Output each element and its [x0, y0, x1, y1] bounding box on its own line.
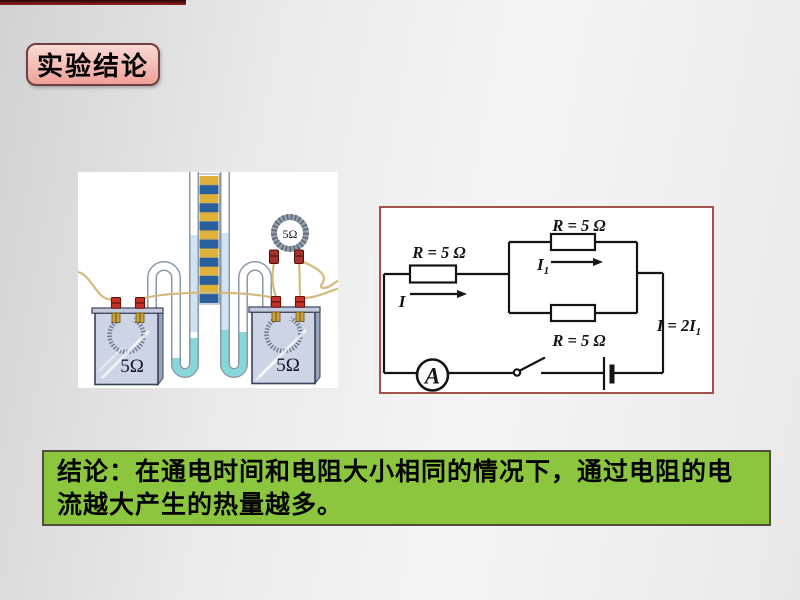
cyan-liquid-right: [221, 330, 247, 377]
top-accent-bar: [0, 0, 186, 5]
circuit-wires: [382, 240, 665, 375]
resistor-bottom-label: R = 5 Ω: [551, 331, 606, 350]
resistor-left-label: R = 5 Ω: [411, 243, 466, 262]
conclusion-box: 结论：在通电时间和电阻大小相同的情况下，通过电阻的电流越大产生的热量越多。: [42, 450, 771, 526]
current-arrows: [410, 258, 603, 298]
page-title: 实验结论: [36, 51, 149, 81]
circuit-diagram: A R = 5 Ω R = 5 Ω R = 5 Ω I I1 I = 2I1: [379, 206, 714, 394]
coil-ring: 5Ω: [271, 214, 309, 252]
circuit-svg: A R = 5 Ω R = 5 Ω R = 5 Ω I I1 I = 2I1: [382, 216, 701, 392]
conclusion-text: 结论：在通电时间和电阻大小相同的情况下，通过电阻的电流越大产生的热量越多。: [57, 458, 734, 519]
striped-scale: [198, 173, 220, 305]
coil-ring-label: 5Ω: [283, 227, 298, 241]
coil-ring-bobbins: [269, 249, 304, 264]
ammeter: A: [415, 358, 450, 392]
ammeter-label: A: [423, 364, 440, 389]
right-beaker: 5Ω: [248, 306, 321, 385]
battery: [602, 357, 615, 390]
apparatus-illustration: 5Ω 5Ω 5Ω: [78, 172, 338, 388]
apparatus-svg: 5Ω 5Ω 5Ω: [78, 172, 338, 388]
cyan-liquid-left: [172, 338, 198, 377]
left-beaker: 5Ω: [91, 307, 164, 386]
current-relation-label: I = 2I1: [656, 316, 701, 338]
resistor-parallel-bottom: [549, 303, 597, 323]
resistor-top-label: R = 5 Ω: [551, 216, 606, 235]
resistor-series: [408, 264, 458, 284]
right-beaker-label: 5Ω: [276, 355, 300, 376]
left-beaker-lid: [91, 307, 164, 314]
u-tube-left: [147, 172, 199, 378]
current-main-label: I: [398, 292, 407, 311]
right-beaker-lid: [248, 306, 321, 313]
resistor-parallel-top: [549, 232, 597, 252]
left-beaker-label: 5Ω: [120, 356, 144, 377]
switch: [512, 356, 546, 377]
title-box: 实验结论: [26, 43, 160, 86]
current-branch-label: I1: [536, 255, 549, 277]
u-tube-right: [220, 172, 272, 378]
beaker-terminals: [110, 296, 306, 323]
